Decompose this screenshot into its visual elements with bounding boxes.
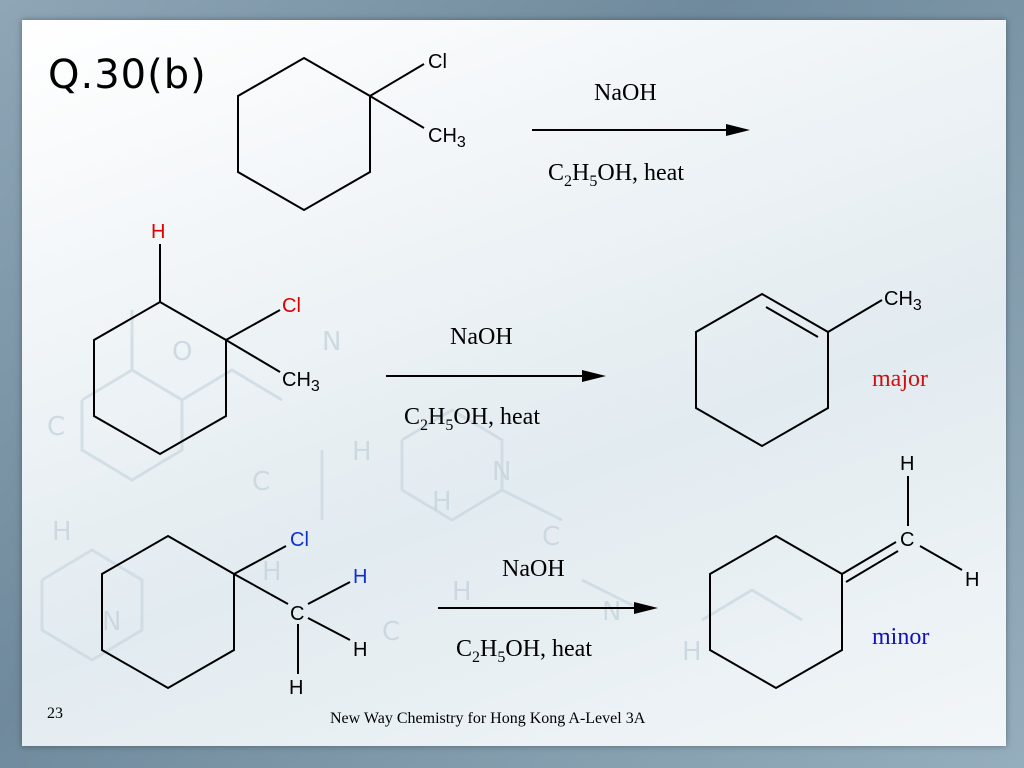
reactant-1-ch3-bond <box>369 95 425 129</box>
svg-text:C: C <box>542 522 560 552</box>
reactant-2-cl-label: Cl <box>282 295 301 317</box>
page-number: 23 <box>47 705 63 722</box>
svg-text:N: N <box>492 457 511 487</box>
reaction-3-arrow-head <box>634 602 658 614</box>
reaction-2-arrow-head <box>582 370 606 382</box>
svg-text:N: N <box>602 597 621 627</box>
reactant-1-structure: Cl CH3 <box>237 51 466 212</box>
slide-footer-source: New Way Chemistry for Hong Kong A-Level … <box>330 710 646 727</box>
reactant-2-structure: H Cl CH3 <box>93 221 320 456</box>
svg-text:O: O <box>172 337 192 367</box>
reactant-2-ch3-bond <box>225 339 281 373</box>
reaction-2-reagent-solvent: C2H5OH, heat <box>404 404 540 434</box>
svg-text:H: H <box>262 557 282 587</box>
slide-title: Q.30(b) <box>48 52 207 98</box>
reactant-2-ring <box>93 300 227 456</box>
reaction-2-arrow-group: NaOH C2H5OH, heat <box>386 324 606 434</box>
product-3-h-right: H <box>965 569 979 591</box>
product-3-ch-bond-right <box>919 545 963 571</box>
reactant-2-cl-bond <box>225 309 281 341</box>
background-watermark: C O N H C H N C H N H H N H C <box>40 310 803 667</box>
reaction-1-arrow-head <box>726 124 750 136</box>
product-2-major-tag: major <box>872 366 928 392</box>
reactant-3-cl-bond <box>233 545 287 575</box>
reaction-3-reagent-solvent: C2H5OH, heat <box>456 636 592 666</box>
product-3-minor-tag: minor <box>872 624 929 650</box>
product-3-structure: C H H minor <box>709 453 979 690</box>
svg-text:H: H <box>352 437 372 467</box>
svg-text:C: C <box>382 617 400 647</box>
reactant-2-ch3-label: CH3 <box>282 369 320 395</box>
svg-text:H: H <box>52 517 72 547</box>
reactant-3-c-bond <box>233 573 289 605</box>
reactant-3-ring <box>101 534 235 690</box>
reactant-2-h-label: H <box>151 221 165 243</box>
svg-text:H: H <box>432 487 452 517</box>
product-2-double-bond <box>765 306 819 338</box>
svg-text:N: N <box>322 327 341 357</box>
reactant-3-ch-bond-1 <box>307 581 351 605</box>
reactant-1-cl-bond <box>369 63 425 97</box>
svg-text:C: C <box>252 467 270 497</box>
product-3-double-bond-a <box>841 541 897 575</box>
reactant-1-cl-label: Cl <box>428 51 447 73</box>
reactant-3-cl-label: Cl <box>290 529 309 551</box>
reaction-1-reagent-naoh: NaOH <box>594 80 657 106</box>
reaction-3-arrow-group: NaOH C2H5OH, heat <box>438 556 658 666</box>
reactant-3-c-label: C <box>290 603 304 625</box>
product-3-c-label: C <box>900 529 914 551</box>
reaction-2-reagent-naoh: NaOH <box>450 324 513 350</box>
svg-text:H: H <box>682 637 702 667</box>
reactant-1-ring <box>237 56 371 212</box>
product-2-ring <box>695 292 829 448</box>
svg-text:H: H <box>452 577 472 607</box>
reactant-3-h-right: H <box>353 639 367 661</box>
reaction-3-reagent-naoh: NaOH <box>502 556 565 582</box>
product-3-ring <box>709 534 843 690</box>
svg-text:N: N <box>102 607 121 637</box>
reactant-3-ch-bond-2 <box>307 617 351 641</box>
reactant-3-h-bottom: H <box>289 677 303 699</box>
reaction-1-reagent-solvent: C2H5OH, heat <box>548 160 684 190</box>
reactant-3-structure: Cl C H H H <box>101 529 367 699</box>
reaction-1-arrow-group: NaOH C2H5OH, heat <box>532 80 750 190</box>
svg-text:C: C <box>47 412 65 442</box>
reactant-1-ch3-label: CH3 <box>428 125 466 151</box>
product-3-double-bond-b <box>845 550 899 583</box>
product-2-structure: CH3 major <box>695 288 928 448</box>
product-2-ch3-bond <box>827 299 883 333</box>
product-2-ch3-label: CH3 <box>884 288 922 314</box>
product-3-h-top: H <box>900 453 914 475</box>
reactant-3-h-highlight: H <box>353 566 367 588</box>
